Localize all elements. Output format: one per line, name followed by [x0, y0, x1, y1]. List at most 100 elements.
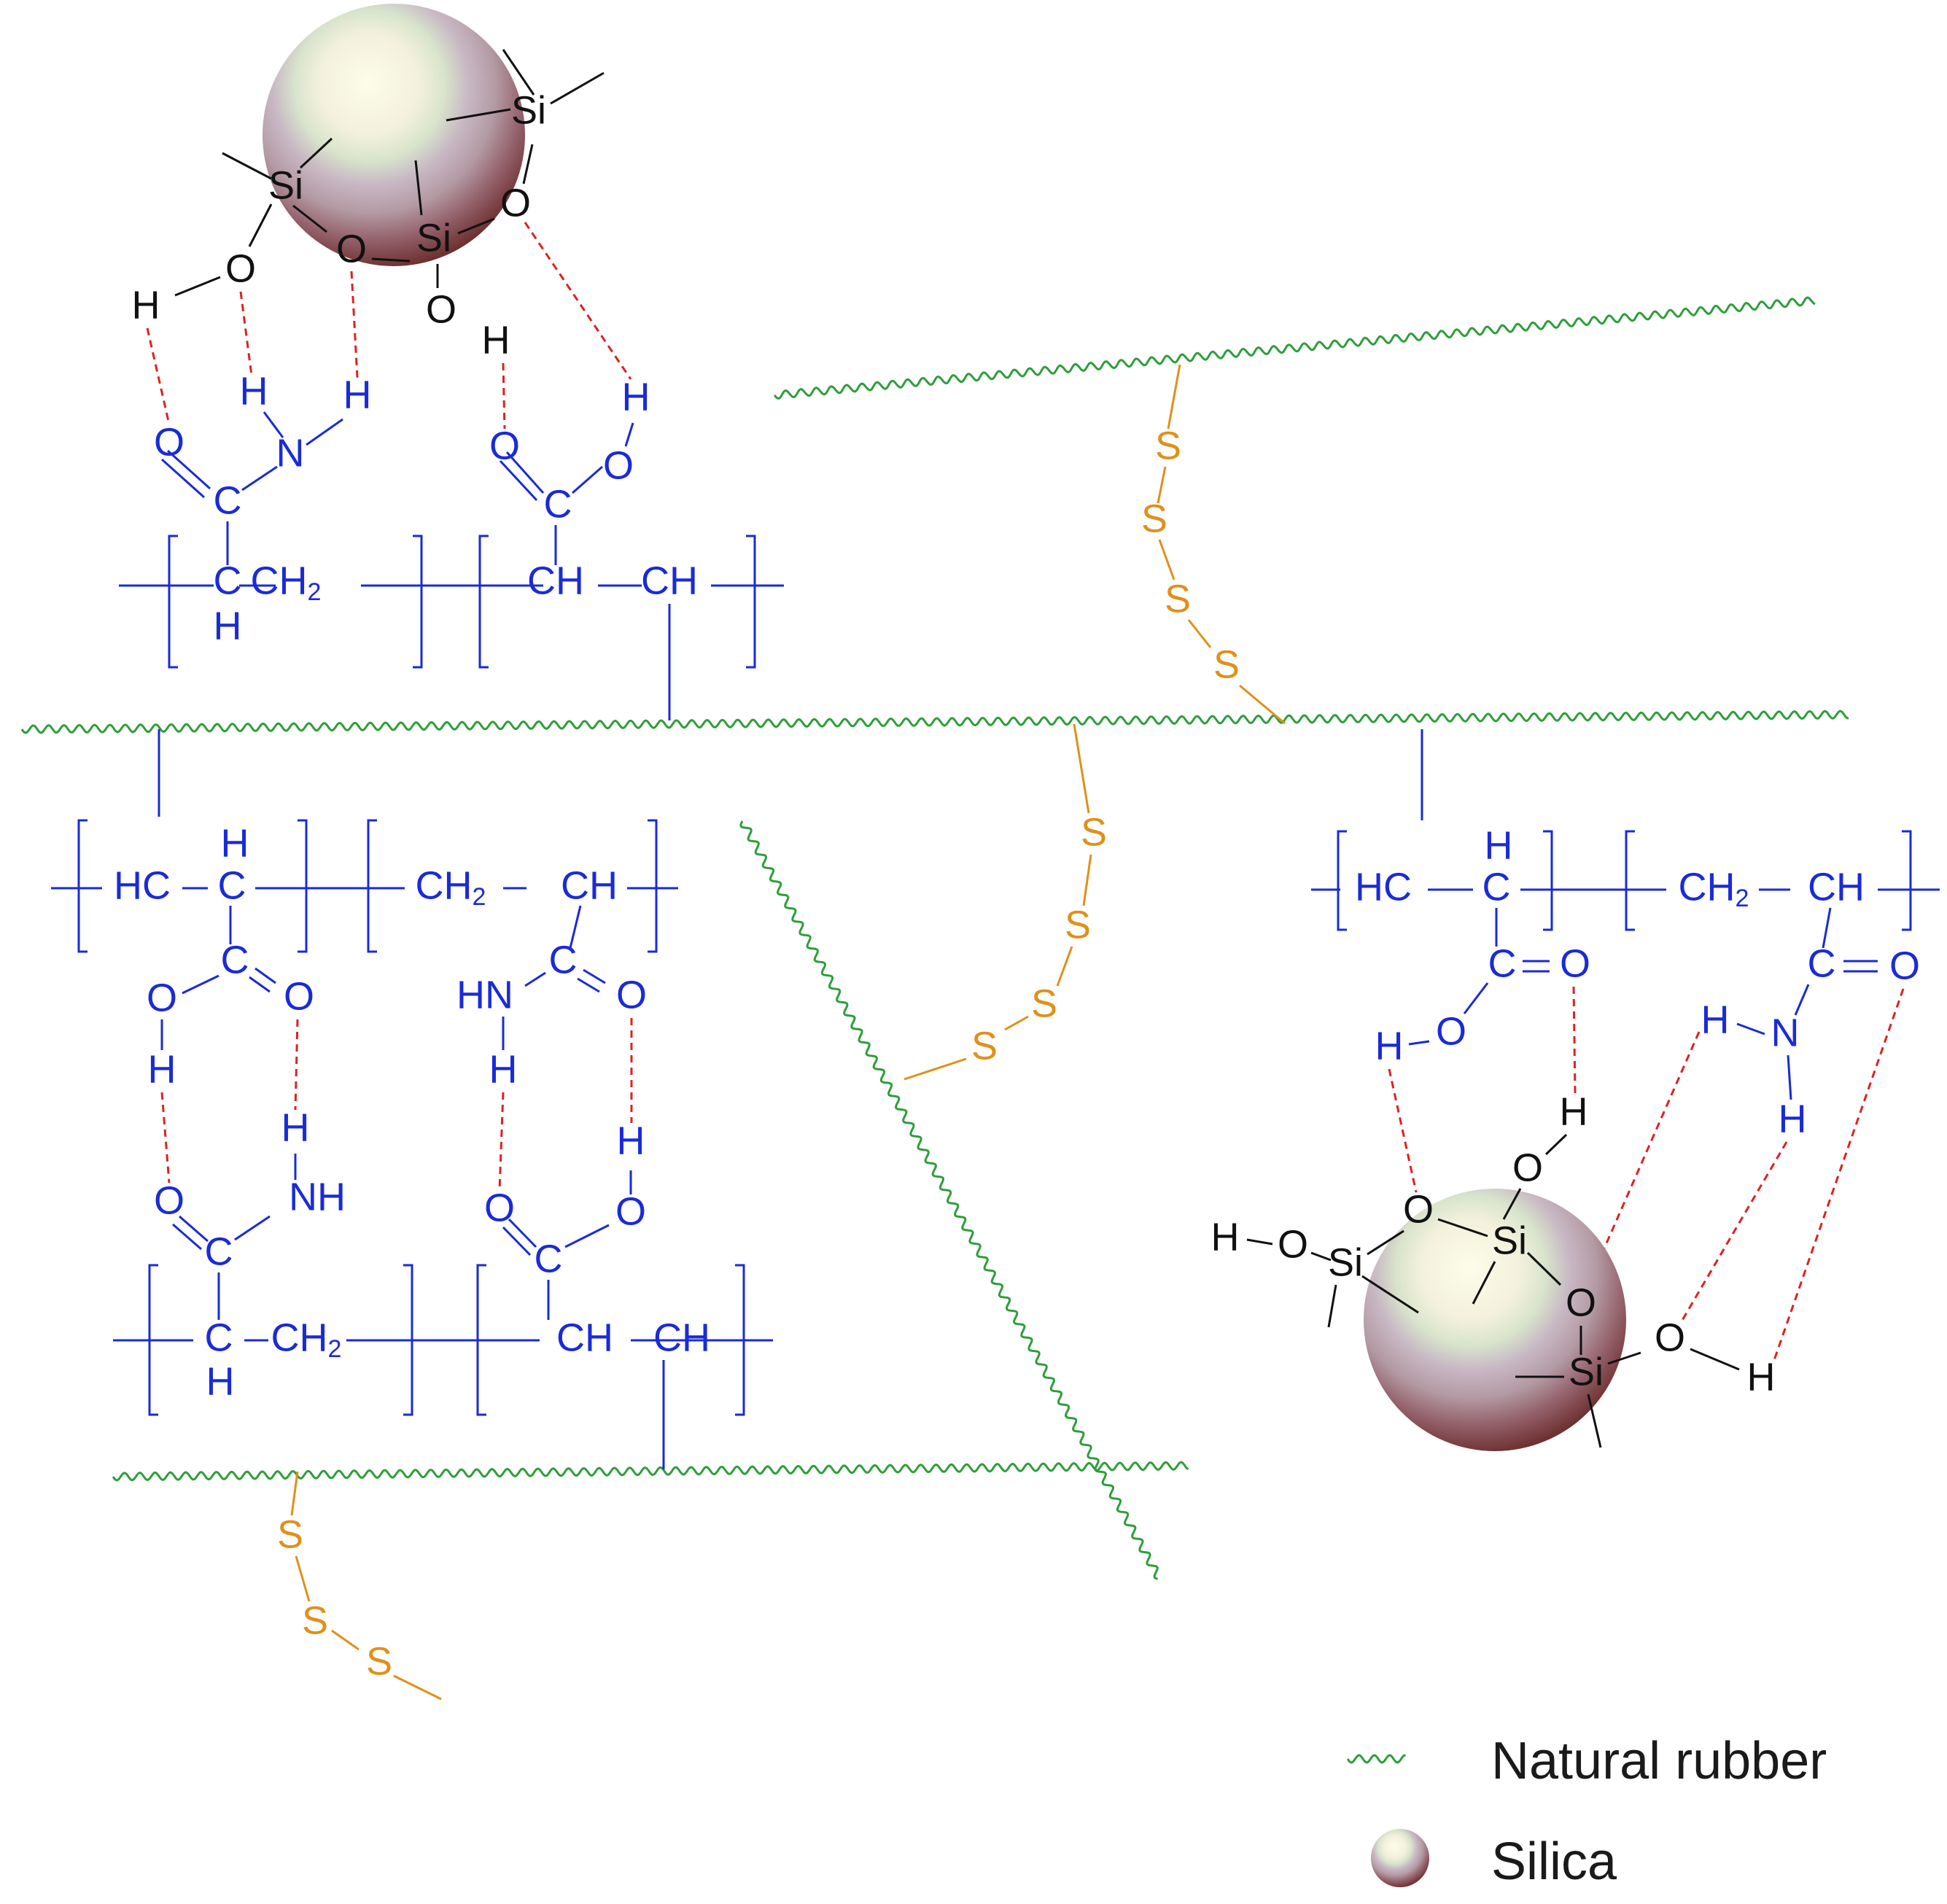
bracket-close [746, 535, 756, 669]
bond [502, 49, 535, 96]
ch2-group: CH2 [271, 1316, 342, 1363]
double-bond [166, 449, 211, 490]
legend: Natural rubber Silica [1346, 1732, 1827, 1891]
atom-label: H [489, 1047, 518, 1091]
bond [241, 465, 278, 491]
sulfur-atom: S [1155, 424, 1181, 467]
atom-label: C [221, 938, 249, 982]
bond [393, 1674, 442, 1701]
ch2-group: CH2 [416, 863, 486, 911]
atom-label: O [154, 1178, 184, 1222]
hydrogen-bond [239, 291, 253, 376]
atom-label: H [343, 373, 372, 416]
bracket-open [367, 819, 377, 953]
bond [182, 974, 219, 995]
silicon-atom: Si [1328, 1240, 1363, 1284]
bond [331, 1629, 360, 1651]
bond [1004, 1015, 1029, 1031]
atom-label: CH [561, 863, 618, 907]
bracket-open [476, 1264, 486, 1416]
atom-label: C [1482, 865, 1511, 909]
bond [1408, 1040, 1430, 1046]
double-bond [502, 1226, 532, 1256]
atom-label: H [206, 1359, 235, 1403]
legend-silica-label: Silica [1491, 1833, 1617, 1891]
hydrogen-bond [498, 1092, 505, 1191]
bond [414, 160, 423, 216]
sulfur-atom: S [1213, 642, 1240, 686]
rubber-chain-middle [20, 710, 1849, 734]
atom-label: C [1808, 941, 1836, 985]
bond [234, 1215, 271, 1241]
atom-label: CH [641, 559, 698, 602]
double-bond [577, 977, 600, 993]
sulfur-atom: S [971, 1024, 998, 1068]
bracket-close [648, 819, 658, 953]
atom-label: C [218, 863, 246, 907]
double-bond [249, 976, 271, 993]
atom-label: HC [114, 863, 171, 907]
bracket-open [168, 535, 178, 669]
bond [292, 204, 327, 233]
natural-rubber-chains [20, 296, 1849, 1580]
rubber-chain-diagonal [739, 820, 1159, 1580]
bond [1822, 907, 1832, 949]
bond [569, 905, 582, 949]
double-bond [499, 459, 538, 502]
atom-label: CH [1808, 865, 1865, 909]
hydrogen-bond [1587, 1031, 1701, 1286]
atom-label: H [221, 821, 249, 865]
bond [174, 276, 221, 297]
atom-label: H [1485, 823, 1513, 867]
bond [522, 144, 534, 184]
hydrogen-atom: H [482, 318, 510, 362]
atom-label: H [1701, 998, 1730, 1041]
bond [1367, 1229, 1404, 1256]
double-bond [254, 967, 276, 984]
oxygen-atom: O [225, 246, 256, 290]
atom-label: HC [1355, 865, 1412, 909]
bracket-close [1543, 830, 1553, 931]
hydrogen-atom: H [1747, 1355, 1776, 1399]
bond [1463, 982, 1489, 1014]
bracket-open [1337, 830, 1347, 931]
bond [1690, 1348, 1740, 1371]
atom-label: O [284, 974, 314, 1018]
atom-label: H [240, 369, 268, 413]
bond [524, 971, 546, 987]
bracket-open [77, 819, 88, 953]
oxygen-atom: O [336, 227, 367, 271]
oxygen-atom: O [500, 181, 531, 225]
atom-label: CH [527, 559, 584, 602]
bond [1607, 1351, 1641, 1365]
atom-label: O [154, 420, 184, 464]
atom-label: C [214, 478, 242, 522]
sulfur-atom: S [1141, 497, 1167, 540]
atom-label: C [544, 482, 572, 526]
wavy-line-icon [1346, 1754, 1406, 1764]
bond [1056, 946, 1073, 987]
bond [295, 1555, 311, 1602]
bond [903, 1057, 967, 1081]
bracket-close [403, 1264, 413, 1416]
atom-label: C [214, 559, 242, 602]
hydrogen-bond [1572, 986, 1577, 1095]
bond [1187, 619, 1212, 648]
hydrogen-bond [146, 327, 171, 425]
double-bond [508, 1218, 537, 1248]
hydrogen-bond [294, 1019, 299, 1111]
silicon-atom: Si [416, 216, 451, 260]
atom-label: H [622, 375, 650, 419]
bond [446, 108, 511, 122]
atom-label: H [214, 604, 242, 648]
bond [1246, 1238, 1273, 1246]
bond [550, 71, 605, 105]
hydrogen-bond [524, 222, 632, 380]
hydrogen-bond [502, 362, 506, 430]
oxygen-atom: O [1512, 1146, 1543, 1189]
bond [263, 411, 284, 438]
bond [624, 422, 634, 447]
